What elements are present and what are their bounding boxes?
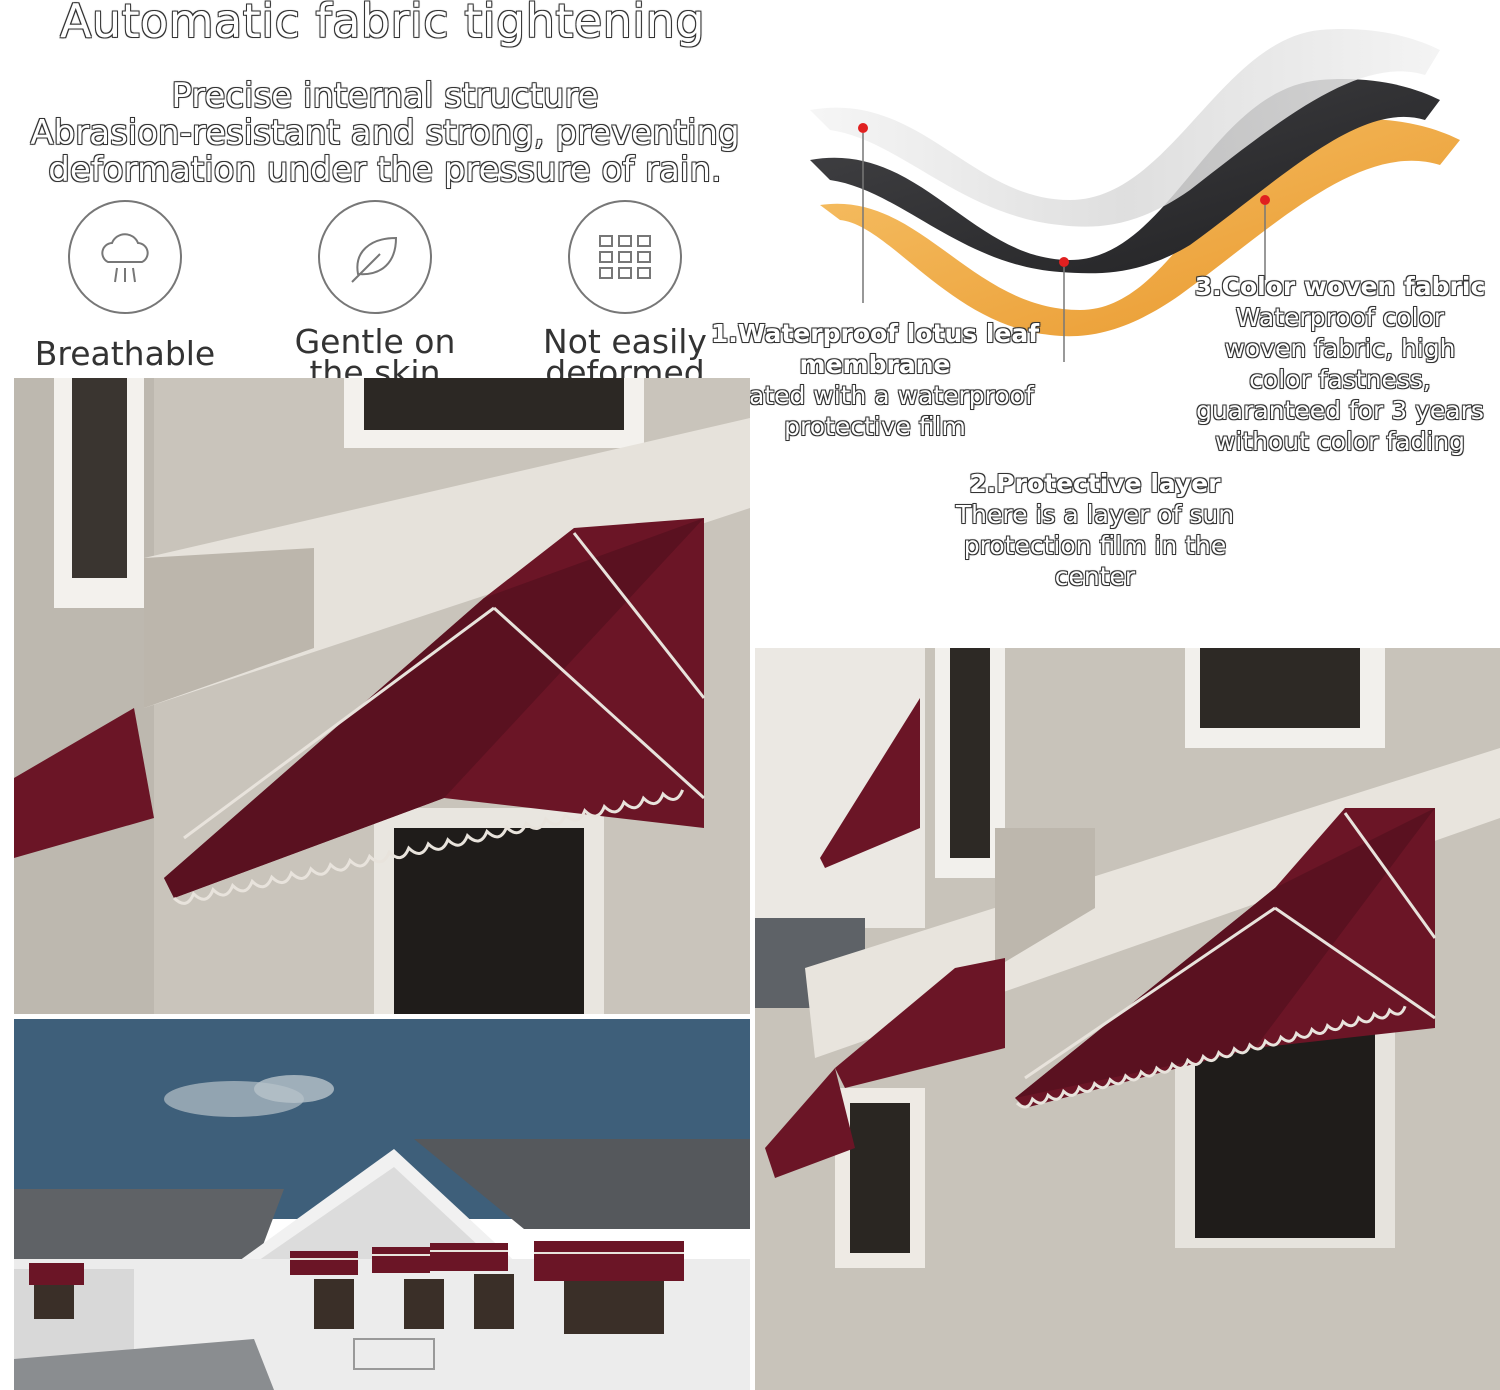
feature-gentle: Gentle on the skin: [270, 200, 480, 389]
protective-layer: [810, 79, 1440, 274]
layer-title: 3.Color woven fabric: [1194, 272, 1486, 301]
feature-breathable: Breathable: [20, 200, 230, 373]
lotus-leaf-membrane-layer: [810, 29, 1440, 227]
layer-desc: center: [1054, 562, 1136, 591]
layer-desc: color fastness,: [1249, 365, 1431, 394]
feature-label: Not easily: [543, 322, 707, 361]
layer-label-2: 2.Protective layer There is a layer of s…: [930, 468, 1260, 592]
layer-desc: guaranteed for 3 years: [1196, 396, 1484, 425]
layer-desc: Waterproof color: [1235, 303, 1445, 332]
description-line: Abrasion-resistant and strong, preventin…: [30, 113, 740, 153]
fabric-layers-illustration: [810, 29, 1460, 362]
headline: Automatic fabric tightening: [60, 0, 706, 48]
layer-desc: protective film: [784, 412, 966, 441]
layer-desc: There is a layer of sun: [955, 500, 1235, 529]
marker-dot: [1059, 257, 1069, 267]
color-woven-fabric-layer: [820, 119, 1460, 337]
layer-title: 2.Protective layer: [969, 469, 1221, 498]
layer-desc: Coated with a waterproof: [716, 381, 1034, 410]
layer-label-1: 1.Waterproof lotus leaf membrane Coated …: [690, 318, 1060, 442]
grid-icon: [568, 200, 682, 314]
description-line: Precise internal structure: [171, 76, 599, 116]
layer-desc: without color fading: [1214, 427, 1466, 456]
marker-dot: [1260, 195, 1270, 205]
layer-desc: protection film in the: [963, 531, 1227, 560]
structure-description: Precise internal structure Abrasion-resi…: [0, 78, 770, 189]
layer-title: 1.Waterproof lotus leaf: [710, 319, 1040, 348]
layer-label-3: 3.Color woven fabric Waterproof color wo…: [1180, 271, 1500, 457]
feature-label: Gentle on: [294, 322, 456, 361]
layer-title: membrane: [799, 350, 951, 379]
house-exterior-photo: [14, 1019, 750, 1390]
description-line: deformation under the pressure of rain.: [48, 150, 722, 190]
marker-dot: [858, 123, 868, 133]
layer-desc: woven fabric, high: [1224, 334, 1456, 363]
awning-closeup-photo: [14, 378, 750, 1014]
leaf-icon: [318, 200, 432, 314]
awning-angled-photo: [755, 648, 1500, 1390]
cloud-breathable-icon: [68, 200, 182, 314]
feature-label: Breathable: [34, 334, 216, 373]
